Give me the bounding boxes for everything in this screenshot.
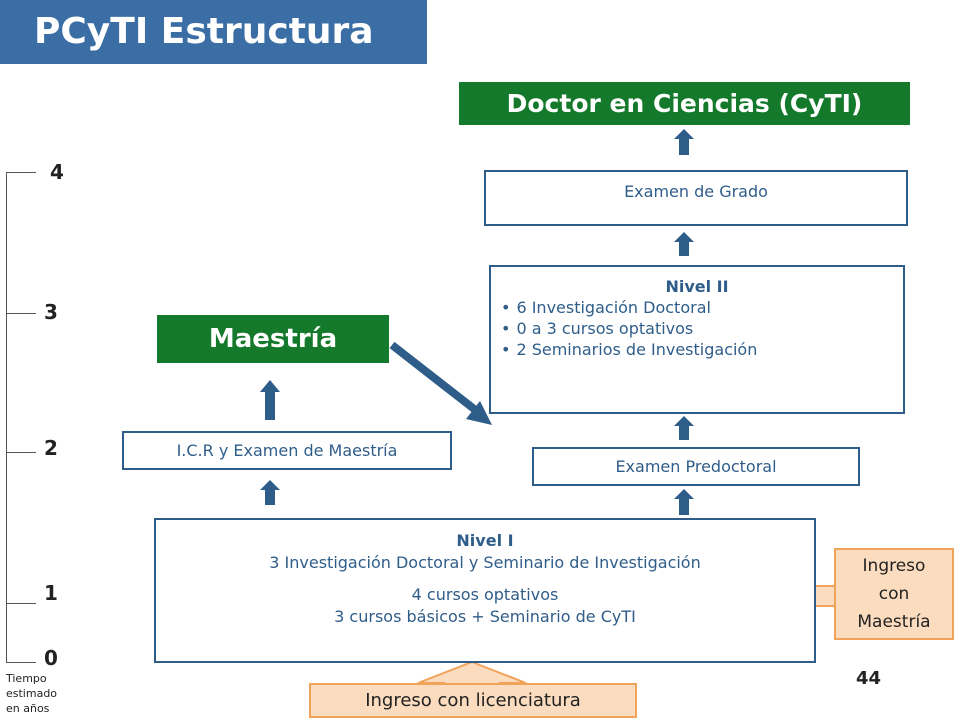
page-title: PCyTI Estructura bbox=[0, 0, 427, 64]
nivel2-heading: Nivel II bbox=[665, 277, 729, 296]
up-arrow-icon bbox=[674, 129, 694, 155]
page-number: 44 bbox=[856, 668, 882, 689]
nivel1-box: Nivel I 3 Investigación Doctoral y Semin… bbox=[154, 518, 816, 663]
nivel1-line: 3 cursos básicos + Seminario de CyTI bbox=[334, 607, 636, 626]
timeline-label-1: 1 bbox=[44, 581, 58, 605]
up-arrow-icon bbox=[674, 489, 694, 515]
diagonal-arrowhead-icon bbox=[466, 401, 492, 425]
timeline-tick-1 bbox=[6, 603, 36, 604]
up-arrow-icon bbox=[260, 480, 280, 505]
ingreso-maestria-line: Ingreso bbox=[862, 556, 926, 576]
up-arrow-icon bbox=[260, 380, 280, 420]
nivel2-item: 6 Investigación Doctoral bbox=[501, 298, 893, 317]
nivel2-item: 0 a 3 cursos optativos bbox=[501, 319, 893, 338]
timeline-label-3: 3 bbox=[44, 300, 58, 324]
timeline: 4 3 2 1 0 Tiempo estimado en años bbox=[0, 160, 80, 720]
doctor-box: Doctor en Ciencias (CyTI) bbox=[459, 82, 910, 125]
ingreso-licenciatura-box: Ingreso con licenciatura bbox=[309, 683, 637, 718]
timeline-label-0: 0 bbox=[44, 646, 58, 670]
examen-predoctoral-box: Examen Predoctoral bbox=[532, 447, 860, 486]
nivel2-item: 2 Seminarios de Investigación bbox=[501, 340, 893, 359]
timeline-tick-4 bbox=[6, 172, 36, 173]
ingreso-licenciatura-label: Ingreso con licenciatura bbox=[365, 690, 581, 711]
icr-box: I.C.R y Examen de Maestría bbox=[122, 431, 452, 470]
nivel2-list: 6 Investigación Doctoral 0 a 3 cursos op… bbox=[501, 298, 893, 359]
timeline-tick-2 bbox=[6, 452, 36, 453]
up-arrow-icon bbox=[674, 416, 694, 440]
diagonal-arrow-icon bbox=[389, 341, 481, 416]
maestria-label: Maestría bbox=[208, 324, 338, 354]
timeline-caption-line: en años bbox=[6, 702, 50, 715]
timeline-caption: Tiempo estimado en años bbox=[6, 671, 57, 716]
ingreso-maestria-box: Ingreso con Maestría bbox=[834, 548, 954, 640]
timeline-label-2: 2 bbox=[44, 436, 58, 460]
examen-grado-box: Examen de Grado bbox=[484, 170, 908, 226]
up-arrow-icon bbox=[674, 232, 694, 256]
ingreso-maestria-line: Maestría bbox=[857, 612, 931, 632]
nivel1-line: 4 cursos optativos bbox=[411, 585, 559, 604]
nivel1-line: 3 Investigación Doctoral y Seminario de … bbox=[269, 553, 701, 572]
examen-predoctoral-label: Examen Predoctoral bbox=[615, 457, 777, 476]
timeline-caption-line: estimado bbox=[6, 687, 58, 700]
timeline-tick-0 bbox=[6, 662, 36, 663]
timeline-caption-line: Tiempo bbox=[6, 672, 47, 685]
timeline-label-4: 4 bbox=[50, 160, 64, 184]
doctor-label: Doctor en Ciencias (CyTI) bbox=[506, 89, 863, 118]
icr-label: I.C.R y Examen de Maestría bbox=[176, 441, 398, 460]
ingreso-maestria-line: con bbox=[878, 584, 910, 604]
nivel2-box: Nivel II 6 Investigación Doctoral 0 a 3 … bbox=[489, 265, 905, 414]
examen-grado-label: Examen de Grado bbox=[624, 182, 768, 201]
timeline-tick-3 bbox=[6, 313, 36, 314]
timeline-axis bbox=[6, 172, 7, 662]
maestria-box: Maestría bbox=[157, 315, 389, 363]
nivel1-heading: Nivel I bbox=[456, 531, 514, 550]
